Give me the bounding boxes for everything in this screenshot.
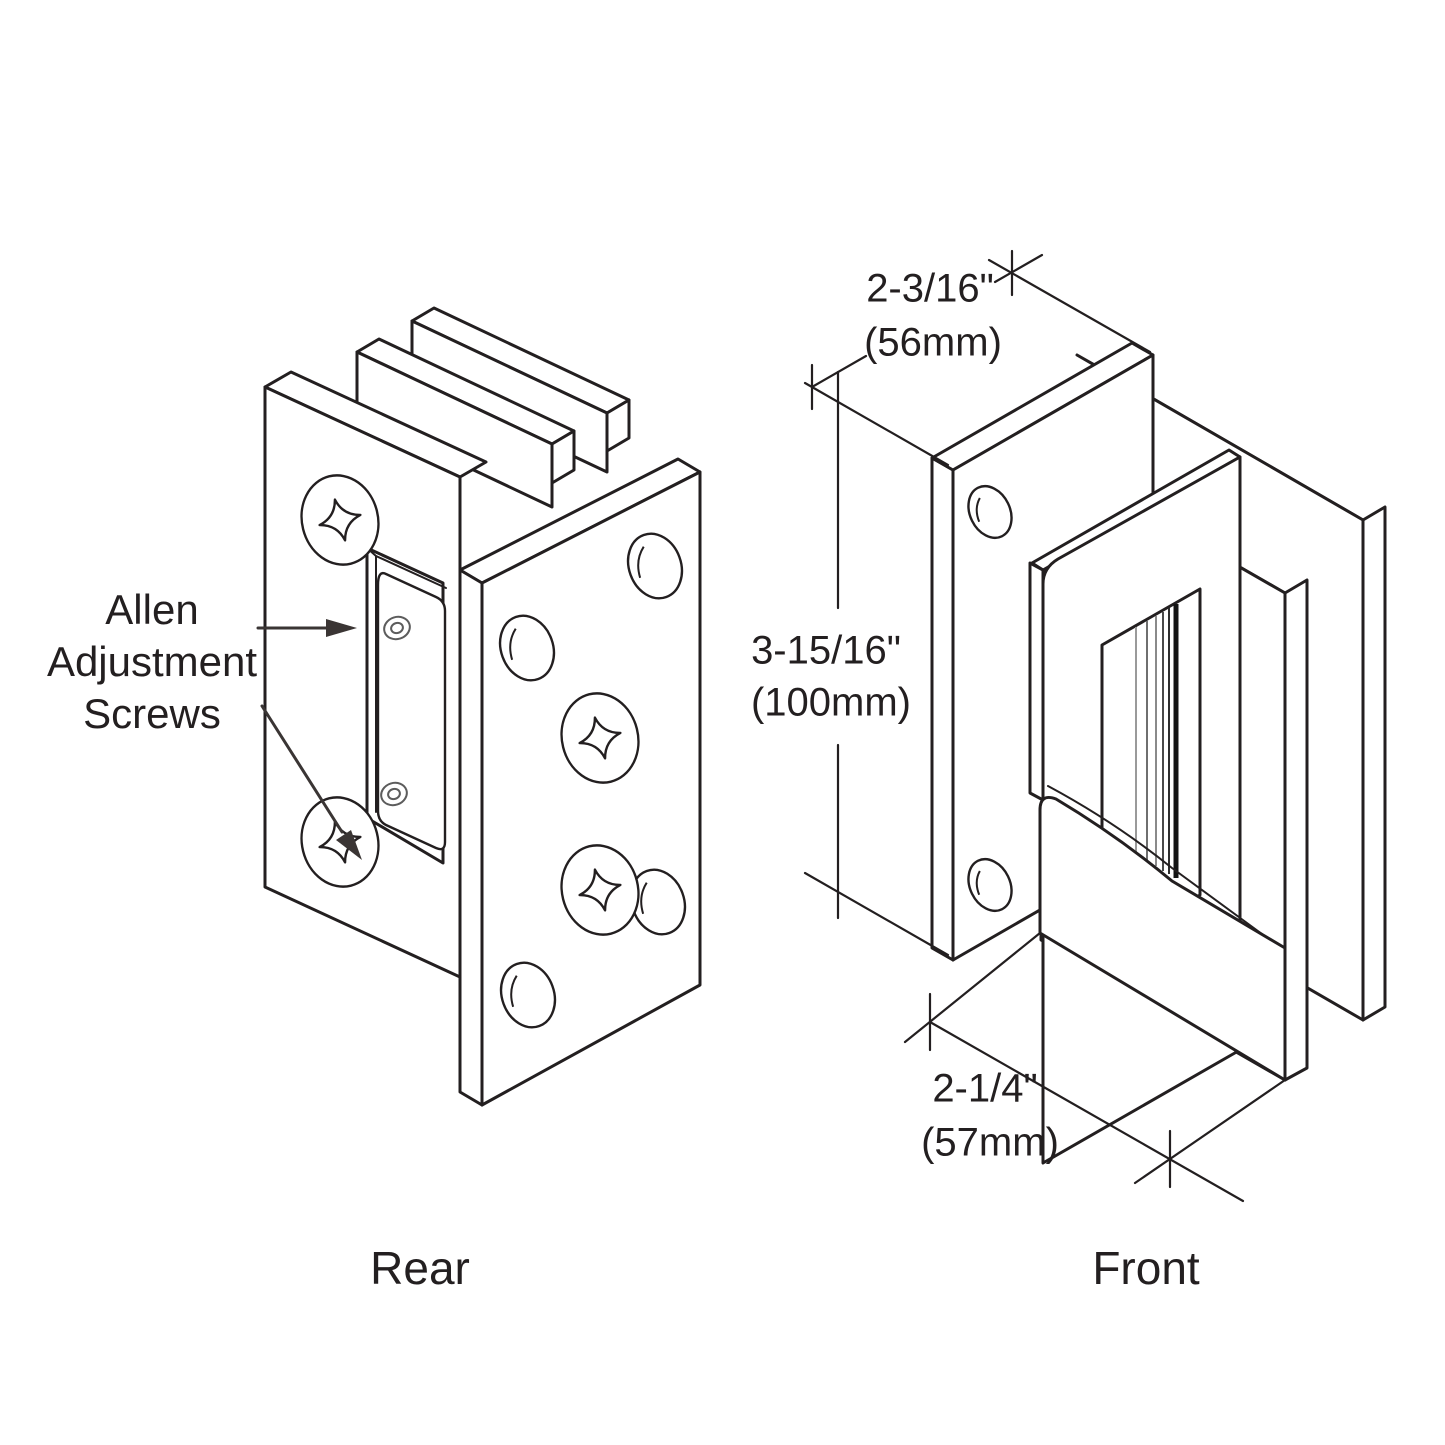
dim-width-value: 2-3/16" [866, 267, 994, 311]
allen-callout: Allen Adjustment Screws [47, 586, 362, 860]
rear-wall-plate [263, 370, 488, 979]
callout-line-1: Allen [105, 586, 198, 633]
callout-line-3: Screws [83, 690, 221, 737]
rear-caption: Rear [370, 1242, 470, 1294]
callout-line-2: Adjustment [47, 638, 257, 685]
dim-depth-value: 2-1/4" [932, 1067, 1037, 1111]
dim-depth: 2-1/4" (57mm) [903, 931, 1287, 1203]
lower-knuckle-block [1038, 785, 1287, 1082]
dim-height: 3-15/16" (100mm) [751, 370, 950, 957]
dim-depth-metric: (57mm) [921, 1121, 1059, 1165]
dim-width: 2-3/16" (56mm) [810, 249, 1152, 411]
callout-arrow-upper [256, 619, 357, 637]
adjustment-plate [376, 571, 447, 851]
callout-arrow-lower [260, 704, 362, 860]
hinge-pin [1135, 604, 1179, 878]
rear-cover-plate [458, 457, 702, 1107]
dim-height-value: 3-15/16" [751, 629, 901, 673]
dim-width-metric: (56mm) [864, 321, 1002, 365]
front-caption: Front [1092, 1242, 1200, 1294]
rear-view-drawing: Allen Adjustment Screws Rear [47, 306, 702, 1294]
rear-front-clamp-plate [355, 337, 576, 509]
dim-height-metric: (100mm) [751, 681, 911, 725]
front-view-drawing: 2-3/16" (56mm) 3-15/16" (100mm) 2-1/4" (… [751, 249, 1387, 1294]
